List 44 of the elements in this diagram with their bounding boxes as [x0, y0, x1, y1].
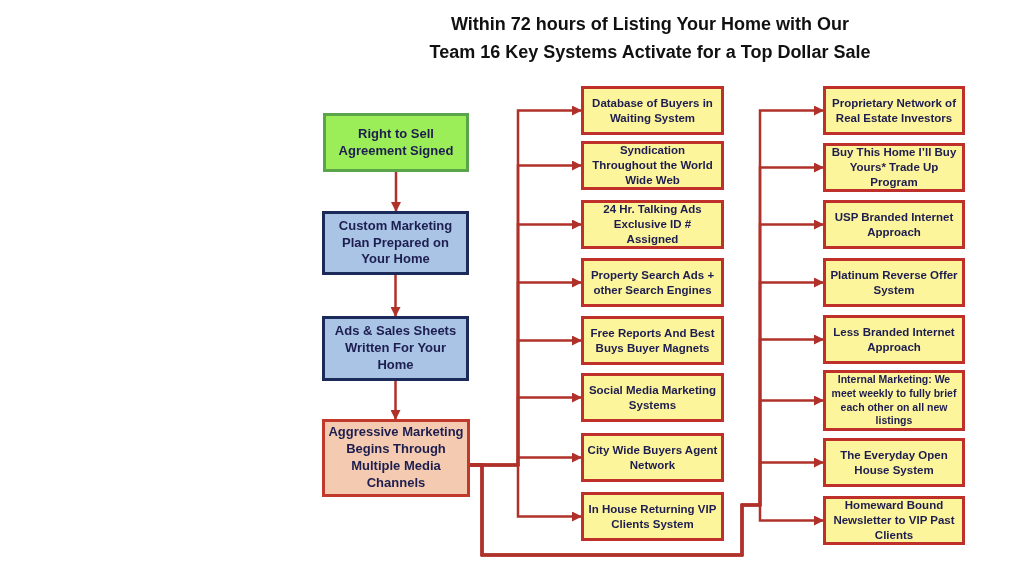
box-text: Custom Marketing Plan Prepared on Your Home — [337, 217, 454, 269]
box-text: Less Branded Internet Approach — [832, 324, 956, 355]
process-box — [322, 419, 470, 497]
box-text: Right to Sell Agreement Signed — [337, 125, 455, 160]
process-box — [322, 211, 469, 275]
box-text: City Wide Buyers Agent Network — [587, 442, 718, 473]
arrow — [390, 381, 401, 420]
system-box — [581, 258, 724, 307]
box-text: Homeward Bound Newsletter to VIP Past Clients — [832, 498, 956, 543]
box-text: USP Branded Internet Approach — [833, 209, 955, 240]
system-box — [823, 315, 965, 364]
system-box — [823, 258, 965, 307]
box-text: In House Returning VIP Clients System — [587, 501, 718, 532]
box-text: 24 Hr. Talking Ads Exclusive ID # Assigned — [602, 202, 703, 247]
system-box — [823, 143, 965, 192]
start-box — [323, 113, 469, 172]
system-box — [581, 492, 724, 541]
box-text: Aggressive Marketing Begins Through Multiple Media Channels — [328, 424, 464, 492]
box-text: Ads & Sales Sheets Written For Your Home — [333, 323, 458, 374]
system-box — [581, 316, 724, 365]
system-box — [823, 370, 965, 431]
box-text: Syndication Throughout the World Wide Web — [591, 143, 714, 188]
system-box — [581, 200, 724, 249]
box-text: Property Search Ads + other Search Engines — [589, 267, 716, 298]
box-text: Buy This Home I’ll Buy Yours* Trade Up Program — [830, 145, 958, 190]
box-text: Free Reports And Best Buys Buyer Magnets — [589, 325, 716, 356]
box-text: Platinum Reverse Offer System — [829, 267, 959, 298]
box-text: Internal Marketing: We meet weekly to fully brief each other on all new listings — [830, 373, 958, 428]
arrow — [390, 275, 401, 317]
system-box — [581, 141, 724, 190]
box-text: The Everyday Open House System — [839, 447, 949, 478]
box-text: Proprietary Network of Real Estate Investors — [831, 95, 957, 126]
box-text: Social Media Marketing Systems — [587, 382, 718, 413]
system-box — [581, 433, 724, 482]
system-box — [581, 373, 724, 422]
box-text: Database of Buyers in Waiting System — [591, 95, 714, 126]
system-box — [581, 86, 724, 135]
arrow — [391, 172, 401, 212]
system-box — [823, 86, 965, 135]
process-box — [322, 316, 469, 381]
system-box — [823, 200, 965, 249]
title: Within 72 hours of Listing Your Home with Our Team 16 Key Systems Activate for a Top Dollar Sale — [428, 13, 872, 64]
system-box — [823, 438, 965, 487]
system-box — [823, 496, 965, 545]
